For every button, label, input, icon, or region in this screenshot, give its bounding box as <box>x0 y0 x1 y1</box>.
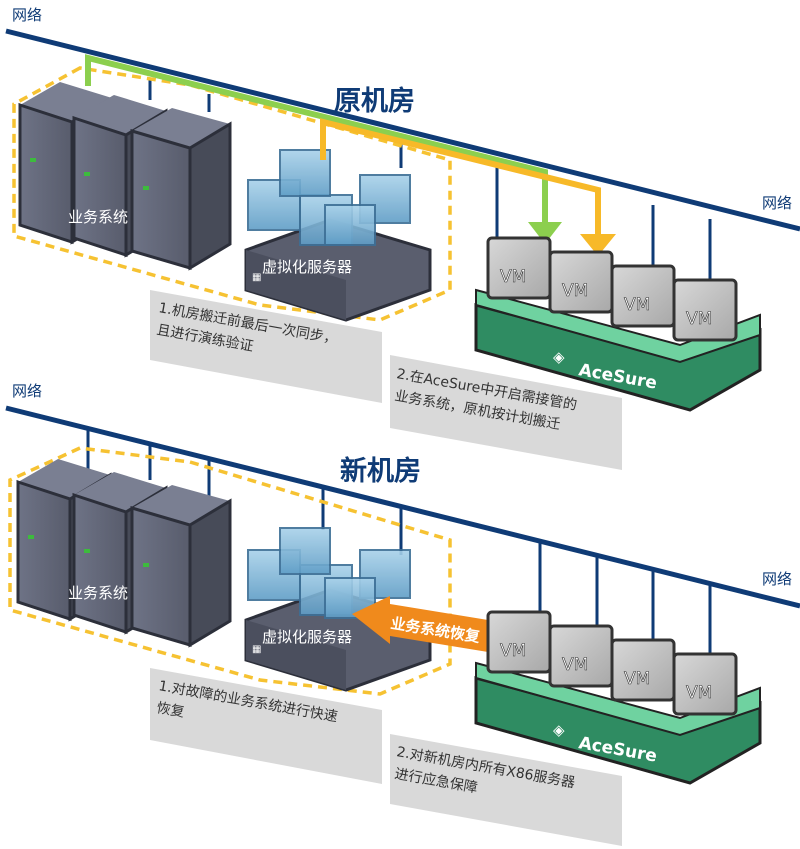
acesure-logo-icon: ◈ <box>553 348 565 366</box>
network-label-left: 网络 <box>12 382 42 400</box>
svg-text:VM: VM <box>624 295 650 315</box>
network-label-right: 网络 <box>762 570 792 588</box>
svg-text:VM: VM <box>500 267 526 287</box>
vm-box: VM <box>548 624 614 688</box>
recovery-arrow: 业务系统恢复 <box>352 596 488 652</box>
vm-box: VM <box>486 236 552 300</box>
svg-text:VM: VM <box>686 683 712 703</box>
green-sync-line <box>85 54 548 225</box>
server-label: 业务系统 <box>68 584 128 602</box>
yellow-sync-line <box>320 118 601 236</box>
yellow-arrow-head <box>580 234 616 256</box>
vm-group: VM VM VM VM <box>486 610 738 716</box>
virt-server-label: 虚拟化服务器 <box>262 628 352 646</box>
vm-box: VM <box>486 610 552 674</box>
green-arrow-head <box>528 222 562 244</box>
network-label-right: 网络 <box>762 194 792 212</box>
vm-box: VM <box>548 250 614 314</box>
top-section: 网络 网络 原机房 <box>5 6 800 470</box>
server-rack-group: 业务系统 <box>16 459 232 648</box>
vm-box: VM <box>672 652 738 716</box>
vm-box: VM <box>610 264 676 328</box>
server-label: 业务系统 <box>68 208 128 226</box>
acesure-platform: AceSure ◈ <box>474 288 762 412</box>
server-tower <box>130 108 232 271</box>
new-room-boundary <box>8 446 452 696</box>
network-label-left: 网络 <box>12 6 42 24</box>
svg-text:VM: VM <box>624 669 650 689</box>
acesure-logo-icon: ◈ <box>553 721 565 739</box>
section-title-old-room: 原机房 <box>334 86 415 117</box>
grid-icon: ▦ <box>252 644 261 655</box>
server-rack-group: 业务系统 <box>18 82 232 271</box>
virt-server-label: 虚拟化服务器 <box>262 258 352 276</box>
vm-box: VM <box>610 638 676 702</box>
svg-text:VM: VM <box>500 641 526 661</box>
note-step2: 2.对新机房内所有X86服务器 进行应急保障 <box>390 734 622 846</box>
svg-text:VM: VM <box>686 309 712 329</box>
svg-text:VM: VM <box>562 655 588 675</box>
grid-icon: ▦ <box>252 272 261 283</box>
network-line <box>5 28 800 232</box>
server-tower <box>130 485 232 648</box>
vm-group: VM VM VM VM <box>486 236 738 342</box>
svg-text:VM: VM <box>562 281 588 301</box>
network-line <box>5 405 800 609</box>
section-title-new-room: 新机房 <box>340 455 421 487</box>
svg-text:恢复: 恢复 <box>155 699 186 721</box>
vm-box: VM <box>672 278 738 342</box>
bottom-section: 网络 网络 新机房 <box>5 382 800 846</box>
virtualization-server: 虚拟化服务器 ▦ <box>244 149 432 322</box>
